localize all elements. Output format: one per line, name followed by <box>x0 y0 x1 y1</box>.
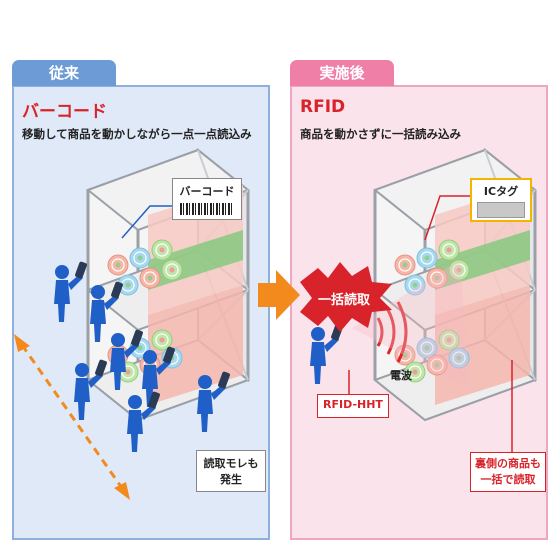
barcode-title: バーコード <box>22 102 107 122</box>
barcode-subtitle: 移動して商品を動かしながら一点一点読込み <box>22 127 252 141</box>
missed-read-callout: 読取モレも 発生 <box>196 450 266 492</box>
ic-tag-callout: ICタグ <box>470 178 532 222</box>
back-items-callout: 裏側の商品も 一括で読取 <box>470 452 546 492</box>
radio-wave-label: 電波 <box>390 369 412 382</box>
after-tab: 実施後 <box>290 60 394 86</box>
transition-arrow <box>258 270 300 320</box>
bulk-read-label: 一括読取 <box>318 293 371 308</box>
before-tab: 従来 <box>12 60 116 86</box>
rfid-subtitle: 商品を動かさずに一括読み込み <box>300 127 461 141</box>
rfid-hht-label: RFID-HHT <box>317 394 389 418</box>
barcode-callout: バーコード <box>172 178 242 220</box>
rfid-title: RFID <box>300 97 346 117</box>
bulk-read-burst <box>300 262 392 332</box>
ic-tag-icon <box>477 202 525 218</box>
barcode-icon <box>180 203 234 215</box>
